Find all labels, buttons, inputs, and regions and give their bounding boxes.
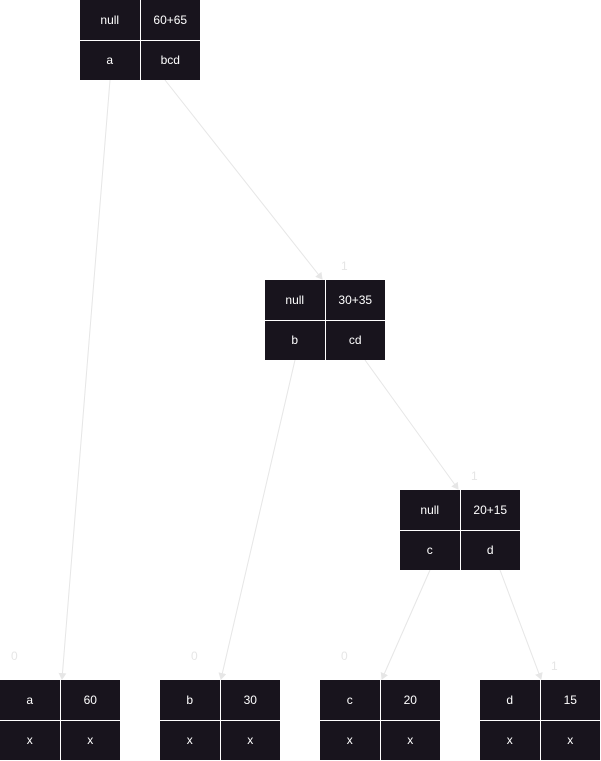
leaf-c: c 20 x x bbox=[320, 680, 440, 760]
leaf-a: a 60 x x bbox=[0, 680, 120, 760]
node-bcd: null 30+35 b cd bbox=[265, 280, 385, 360]
leaf-a-left-child: x bbox=[0, 720, 60, 760]
node-root-left-child: a bbox=[80, 40, 140, 80]
leaf-d-right-child: x bbox=[540, 720, 600, 760]
edge-label-bcd-to-b: 0 bbox=[191, 649, 198, 663]
node-root-right-child: bcd bbox=[140, 40, 200, 80]
edge-label-cd-to-c: 0 bbox=[341, 649, 348, 663]
node-bcd-parent: null bbox=[265, 280, 325, 320]
leaf-d-weight: 15 bbox=[540, 680, 600, 720]
leaf-b-symbol: b bbox=[160, 680, 220, 720]
leaf-b: b 30 x x bbox=[160, 680, 280, 760]
edge-root-to-a bbox=[58, 79, 111, 680]
node-cd-weight: 20+15 bbox=[460, 490, 520, 530]
node-root-weight: 60+65 bbox=[140, 0, 200, 40]
node-bcd-right-child: cd bbox=[325, 320, 385, 360]
leaf-b-left-child: x bbox=[160, 720, 220, 760]
node-root-weight-parent: null bbox=[80, 0, 140, 40]
leaf-d: d 15 x x bbox=[480, 680, 600, 760]
edge-label-bcd-to-cd: 1 bbox=[471, 469, 478, 483]
node-bcd-weight: 30+35 bbox=[325, 280, 385, 320]
node-bcd-left-child: b bbox=[265, 320, 325, 360]
leaf-d-left-child: x bbox=[480, 720, 540, 760]
node-cd-left-child: c bbox=[400, 530, 460, 570]
leaf-c-symbol: c bbox=[320, 680, 380, 720]
edge-root-to-bcd bbox=[164, 79, 323, 280]
node-root: null 60+65 a bcd bbox=[80, 0, 200, 80]
edge-label-cd-to-d: 1 bbox=[551, 659, 558, 673]
edge-cd-to-c bbox=[380, 569, 431, 680]
leaf-a-right-child: x bbox=[60, 720, 120, 760]
edge-bcd-to-b bbox=[218, 359, 296, 680]
leaf-a-symbol: a bbox=[0, 680, 60, 720]
node-cd: null 20+15 c d bbox=[400, 490, 520, 570]
leaf-c-right-child: x bbox=[380, 720, 440, 760]
edge-bcd-to-cd bbox=[364, 359, 459, 490]
node-cd-right-child: d bbox=[460, 530, 520, 570]
leaf-c-left-child: x bbox=[320, 720, 380, 760]
leaf-a-weight: 60 bbox=[60, 680, 120, 720]
leaf-b-weight: 30 bbox=[220, 680, 280, 720]
edge-label-root-to-a: 0 bbox=[11, 649, 18, 663]
leaf-d-symbol: d bbox=[480, 680, 540, 720]
node-cd-parent: null bbox=[400, 490, 460, 530]
leaf-b-right-child: x bbox=[220, 720, 280, 760]
edge-label-root-to-bcd: 1 bbox=[341, 259, 348, 273]
edge-cd-to-d bbox=[499, 569, 543, 680]
leaf-c-weight: 20 bbox=[380, 680, 440, 720]
